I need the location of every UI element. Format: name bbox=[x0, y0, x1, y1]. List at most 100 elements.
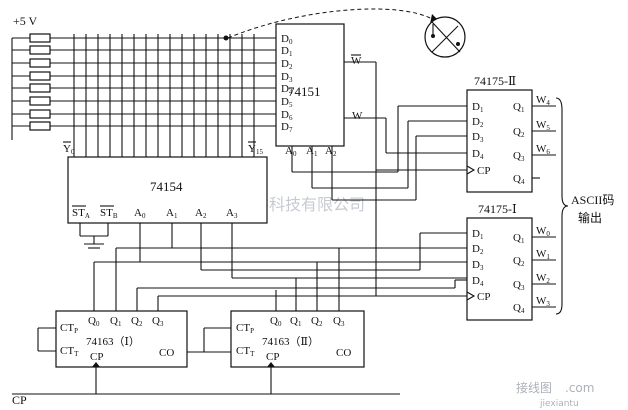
mux-select-a2: A2 bbox=[325, 145, 337, 158]
counter2-ctp: CTP bbox=[236, 322, 254, 335]
decoder-out-last: Y15 bbox=[248, 143, 263, 156]
resistor bbox=[29, 45, 51, 55]
mux-output-wbar: W bbox=[351, 55, 362, 67]
resistor bbox=[29, 33, 51, 43]
latch-bottom-d2: D2 bbox=[472, 243, 484, 256]
signal-w4: W4 bbox=[536, 94, 550, 107]
counter1-q2: Q2 bbox=[131, 315, 143, 328]
decoder-name: 74154 bbox=[150, 179, 183, 194]
mux-input-d0: D0 bbox=[281, 33, 293, 46]
callout-arrow bbox=[227, 8, 435, 39]
counter1-q1: Q1 bbox=[110, 315, 122, 328]
latch-top-d4: D4 bbox=[472, 148, 484, 161]
counter-74163-i: CTP CTT CP Q0 Q1 Q2 Q3 74163（Ⅰ） CO bbox=[55, 310, 188, 368]
counter2-q2: Q2 bbox=[311, 315, 323, 328]
watermark-corner: 接线图 bbox=[516, 380, 552, 395]
counter2-q1: Q1 bbox=[290, 315, 302, 328]
ascii-label-2: 输出 bbox=[578, 210, 602, 225]
resistor bbox=[29, 109, 51, 119]
counter1-q0: Q0 bbox=[88, 315, 100, 328]
counter1-q3: Q3 bbox=[152, 315, 164, 328]
signal-w3: W3 bbox=[536, 295, 550, 308]
counter1-ctp: CTP bbox=[60, 322, 78, 335]
counter2-cp: CP bbox=[266, 351, 279, 363]
signal-w2: W2 bbox=[536, 272, 550, 285]
mux-select-a1: A1 bbox=[306, 145, 318, 158]
decoder-addr-2: A2 bbox=[195, 207, 207, 220]
latch-top-d3: D3 bbox=[472, 131, 484, 144]
latch-top-name: 74175-Ⅱ bbox=[474, 74, 516, 88]
counter2-q0: Q0 bbox=[270, 315, 282, 328]
mux-input-d4: D4 bbox=[281, 83, 293, 96]
watermark-corner-domain: .com bbox=[565, 381, 594, 395]
decoder-74154: 74154 Y0 Y15 STA STB A0 A1 A2 A3 bbox=[63, 141, 268, 224]
latch-top-cp: CP bbox=[477, 165, 490, 177]
mux-input-d6: D6 bbox=[281, 109, 293, 122]
latch-74175-i: 74175-Ⅰ D1 D2 D3 D4 CP Q1 Q2 Q3 Q4 W0 W1… bbox=[466, 202, 556, 321]
signal-w1: W1 bbox=[536, 248, 550, 261]
latch-bottom-d1: D1 bbox=[472, 228, 484, 241]
mux-select-a0: A0 bbox=[285, 145, 297, 158]
latch-bottom-q4: Q4 bbox=[513, 302, 525, 315]
latch-bottom-q2: Q2 bbox=[513, 255, 525, 268]
latch-top-q1: Q1 bbox=[513, 101, 525, 114]
decoder-addr-3: A3 bbox=[226, 207, 238, 220]
latch-bottom-d4: D4 bbox=[472, 275, 484, 288]
latch-74175-ii: 74175-Ⅱ D1 D2 D3 D4 CP Q1 Q2 Q3 Q4 W4 W5… bbox=[466, 74, 556, 193]
counter1-cp: CP bbox=[90, 351, 103, 363]
counter2-co: CO bbox=[336, 347, 351, 359]
counter2-ctt: CTT bbox=[236, 345, 255, 358]
counter1-name: 74163（Ⅰ） bbox=[86, 335, 140, 348]
ground-symbol bbox=[79, 223, 109, 249]
counter2-name: 74163（Ⅱ） bbox=[262, 335, 319, 348]
resistor bbox=[29, 96, 51, 106]
signal-w5: W5 bbox=[536, 119, 550, 132]
latch-top-q2: Q2 bbox=[513, 126, 525, 139]
signal-w6: W6 bbox=[536, 143, 550, 156]
keyboard-matrix bbox=[50, 34, 276, 157]
resistor bbox=[29, 71, 51, 81]
latch-top-d1: D1 bbox=[472, 101, 484, 114]
decoder-addr-0: A0 bbox=[134, 207, 146, 220]
latch-top-d2: D2 bbox=[472, 116, 484, 129]
mux-input-d7: D7 bbox=[281, 121, 293, 134]
mux-name: 74151 bbox=[288, 84, 321, 99]
latch-top-q3: Q3 bbox=[513, 150, 525, 163]
mux-input-d5: D5 bbox=[281, 96, 293, 109]
watermark-corner-sub: jiexiantu bbox=[539, 399, 579, 409]
signal-w0: W0 bbox=[536, 225, 550, 238]
counter1-ctt: CTT bbox=[60, 345, 79, 358]
latch-bottom-q3: Q3 bbox=[513, 279, 525, 292]
decoder-out-first: Y0 bbox=[63, 143, 75, 156]
corner-watermark: 接线图 .com jiexiantu bbox=[516, 380, 594, 409]
decoder-enable-a: STA bbox=[72, 207, 90, 220]
resistor bbox=[29, 121, 51, 131]
mux-input-d1: D1 bbox=[281, 45, 293, 58]
resistor bbox=[29, 58, 51, 68]
counter1-co: CO bbox=[159, 347, 174, 359]
pullup-resistors bbox=[11, 33, 51, 140]
interconnect-wires bbox=[37, 61, 467, 353]
key-switch-illustration bbox=[424, 16, 466, 58]
counter2-q3: Q3 bbox=[333, 315, 345, 328]
resistor bbox=[29, 83, 51, 93]
mux-input-d2: D2 bbox=[281, 58, 293, 71]
decoder-addr-1: A1 bbox=[166, 207, 178, 220]
clock-label: CP bbox=[12, 393, 27, 407]
supply-label: +5 V bbox=[13, 14, 38, 28]
mux-input-d3: D3 bbox=[281, 71, 293, 84]
decoder-enable-b: STB bbox=[100, 207, 118, 220]
latch-top-q4: Q4 bbox=[513, 173, 525, 186]
latch-bottom-d3: D3 bbox=[472, 259, 484, 272]
ascii-label: ASCII码 bbox=[571, 193, 614, 207]
latch-bottom-name: 74175-Ⅰ bbox=[478, 202, 517, 216]
mux-output-w: W bbox=[352, 110, 363, 122]
latch-bottom-q1: Q1 bbox=[513, 232, 525, 245]
clock-input: CP bbox=[12, 362, 400, 407]
ascii-output: ASCII码 输出 bbox=[555, 97, 614, 315]
latch-bottom-cp: CP bbox=[477, 291, 490, 303]
